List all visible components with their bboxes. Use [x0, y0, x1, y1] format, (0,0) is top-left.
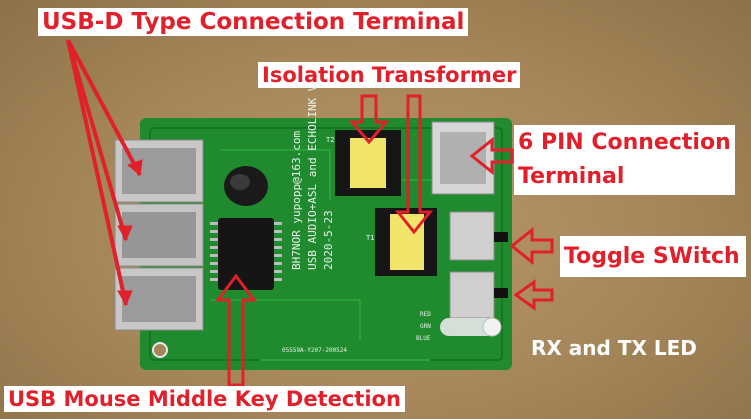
label-usb-d: USB-D Type Connection Terminal	[38, 8, 469, 37]
silk-t1: T1	[366, 234, 374, 242]
silk-t2: T2	[326, 136, 334, 144]
silk-led-grn: GRN	[420, 323, 431, 330]
usb-arrowhead-1	[127, 159, 143, 176]
arrow-isolation-t2	[348, 94, 390, 145]
label-six-pin-line2: Terminal	[518, 164, 625, 190]
six-pin-connector	[431, 121, 495, 195]
usb-arrowhead-3	[117, 290, 133, 307]
toggle-switches	[449, 211, 508, 319]
silk-led-red: RED	[420, 311, 431, 318]
arrow-six-pin	[469, 136, 514, 176]
usb-arrowhead-2	[117, 225, 133, 242]
usb-chip	[218, 218, 274, 290]
rgb-led	[440, 317, 502, 337]
usb-pointer-line-3	[66, 39, 128, 306]
transformer-t1	[375, 208, 437, 276]
silk-line2: USB AUDIO+ASL and ECHOLINK V3	[306, 78, 319, 270]
silk-line3: 2020-5-23	[322, 210, 335, 270]
label-rx-tx-led: RX and TX LED	[531, 336, 697, 360]
label-mouse-key-detection: USB Mouse Middle Key Detection	[4, 386, 405, 413]
label-six-pin-line1: 6 PIN Connection	[518, 130, 731, 155]
arrow-isolation-t1	[394, 94, 434, 235]
usb-d-connectors	[114, 139, 204, 331]
silk-part-no: 05559A-Y207-200524	[282, 347, 347, 354]
silk-led-blu: BLUE	[416, 335, 431, 342]
label-isolation-transformer: Isolation Transformer	[258, 62, 521, 89]
silk-line1: BH7NOR yupopp@163.com	[290, 131, 303, 270]
arrow-mouse-key	[215, 273, 257, 387]
arrow-toggle-1	[509, 226, 554, 266]
usb-pointer-line-1	[66, 39, 142, 176]
arrow-toggle-2	[513, 279, 554, 311]
annotation-arrows	[66, 39, 143, 307]
label-toggle-switch: Toggle SWitch	[560, 236, 746, 278]
label-six-pin: 6 PIN Connection Terminal	[514, 125, 735, 196]
usb-pointer-line-2	[66, 39, 128, 241]
